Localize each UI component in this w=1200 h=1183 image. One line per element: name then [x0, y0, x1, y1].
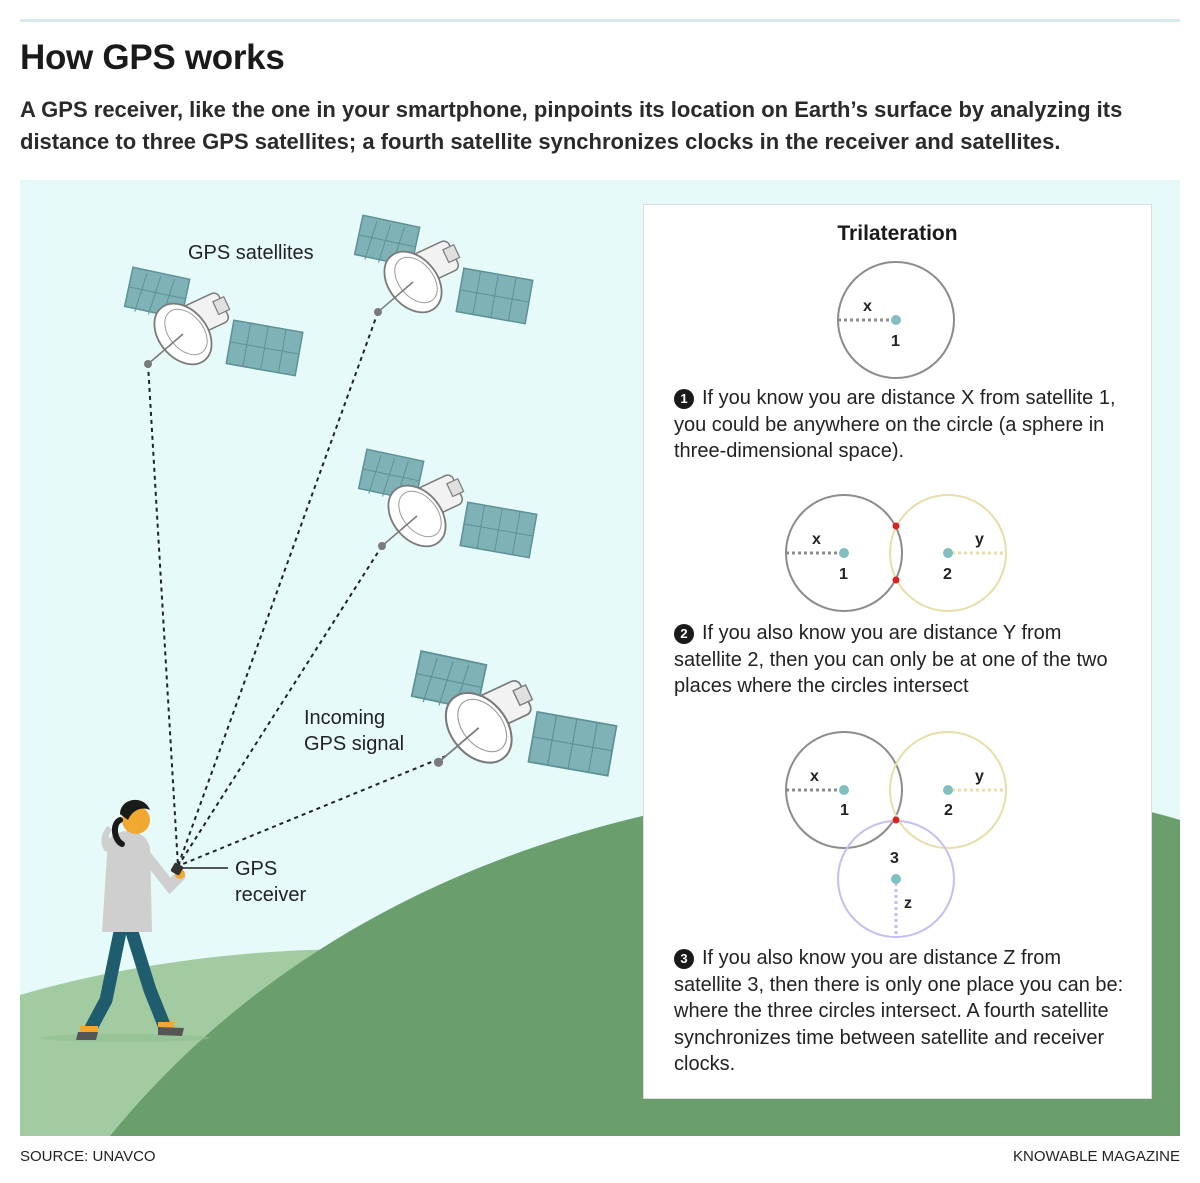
signal-label-line2: GPS signal	[304, 733, 405, 755]
intersection-point-bottom	[892, 576, 900, 584]
label-sat1: 1	[891, 333, 900, 350]
label-z: z	[904, 895, 912, 912]
person-walking	[40, 799, 210, 1042]
step-number-badge: 1	[674, 389, 694, 409]
page-subtitle: A GPS receiver, like the one in your sma…	[20, 97, 1123, 154]
diagram-3	[785, 731, 1007, 938]
step-number-badge: 3	[674, 949, 694, 969]
receiver-label-line2: receiver	[235, 884, 307, 906]
circle-2	[889, 731, 1007, 849]
page-title: How GPS works	[20, 38, 285, 77]
label-sat3: 3	[890, 850, 899, 867]
circle-2	[889, 494, 1007, 612]
step-text: If you also know you are distance Y from…	[674, 622, 1108, 697]
label-x: x	[812, 531, 821, 548]
trilateration-panel: Trilateration	[643, 204, 1152, 1099]
receiver-label-line1: GPS	[235, 858, 278, 880]
signal-label-line1: Incoming	[304, 707, 386, 729]
panel-title: Trilateration	[837, 222, 958, 245]
center-dot-1	[891, 315, 901, 325]
top-rule	[20, 19, 1180, 22]
intersection-point	[892, 816, 900, 824]
label-x: x	[863, 298, 872, 315]
trilateration-diagrams	[785, 261, 1007, 938]
label-sat1: 1	[840, 802, 849, 819]
step-text: If you also know you are distance Z from…	[674, 947, 1124, 1075]
label-x: x	[810, 768, 819, 785]
step-text: If you know you are distance X from sate…	[674, 387, 1116, 462]
label-sat2: 2	[943, 566, 952, 583]
intersection-point-top	[892, 522, 900, 530]
label-y: y	[975, 768, 984, 785]
label-y: y	[975, 531, 984, 548]
label-sat1: 1	[839, 566, 848, 583]
diagram-2	[785, 494, 1007, 612]
step-number-badge: 2	[674, 624, 694, 644]
label-sat2: 2	[944, 802, 953, 819]
signal-lines	[147, 311, 447, 867]
satellites-label: GPS satellites	[188, 242, 314, 264]
publisher-credit: KNOWABLE MAGAZINE	[1013, 1148, 1180, 1165]
diagram-1	[837, 261, 955, 379]
source-credit: SOURCE: UNAVCO	[20, 1148, 156, 1165]
